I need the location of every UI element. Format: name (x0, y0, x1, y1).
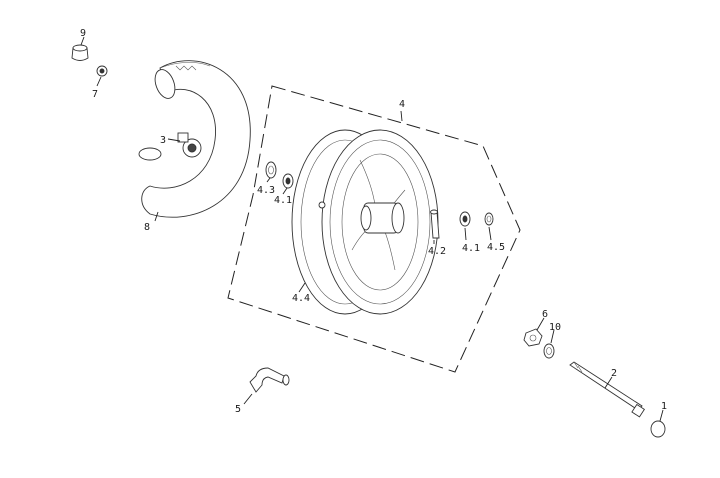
callout-4-1-left: 4.1 (274, 195, 292, 206)
part-2-axle (569, 361, 645, 418)
callout-4-4: 4.4 (292, 293, 310, 304)
part-5-valve-stem (249, 367, 290, 393)
callout-3: 3 (160, 135, 166, 146)
part-6-nut (523, 328, 543, 347)
callout-4-5: 4.5 (487, 242, 505, 253)
leader-lines (80, 36, 664, 422)
part-9-cap (71, 44, 89, 61)
callout-6: 6 (542, 309, 548, 320)
callout-7: 7 (92, 89, 98, 100)
part-7-nut (96, 65, 108, 77)
part-4-2-spacer (430, 209, 440, 239)
part-10-washer (543, 343, 555, 359)
callout-5: 5 (235, 404, 241, 415)
part-3-valve (177, 132, 202, 158)
callout-1: 1 (661, 401, 667, 412)
callout-8: 8 (144, 222, 150, 233)
part-4-3-bearing (265, 161, 277, 179)
callout-2: 2 (611, 368, 617, 379)
part-4-1-bearing-right (459, 211, 471, 227)
wheel-assembly-boundary (227, 85, 521, 373)
part-4-1-bearing-left (282, 173, 294, 189)
callout-4: 4 (399, 99, 405, 110)
part-8-tire (138, 60, 251, 218)
callout-4-2: 4.2 (428, 246, 446, 257)
callout-9: 9 (80, 28, 86, 39)
part-1-cap (650, 420, 666, 438)
part-4-wheel-rim (291, 129, 439, 315)
callout-4-1-right: 4.1 (462, 243, 480, 254)
callout-10: 10 (549, 322, 561, 333)
part-4-5-seal (484, 212, 494, 226)
callout-4-3: 4.3 (257, 185, 275, 196)
